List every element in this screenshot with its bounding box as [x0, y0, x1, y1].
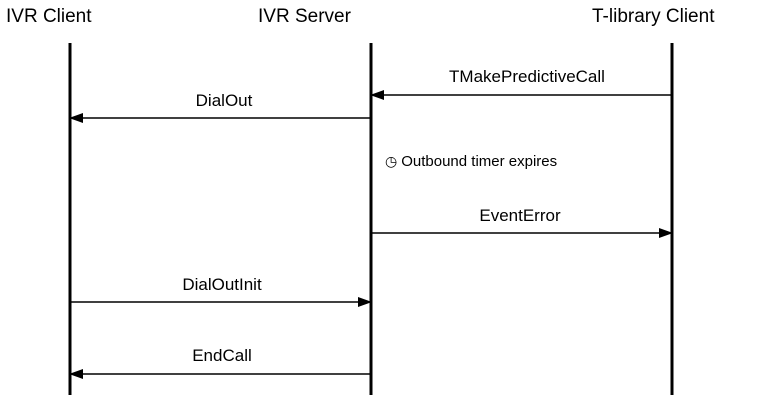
message-label-dialoutinit: DialOutInit [182, 275, 262, 294]
message-eventerror: EventError [371, 206, 673, 238]
actor-ivr-server: IVR Server [258, 6, 351, 27]
message-dialoutinit: DialOutInit [70, 275, 372, 307]
message-label-tmakepredictivecall: TMakePredictiveCall [449, 67, 605, 86]
message-tmakepredictivecall: TMakePredictiveCall [370, 67, 672, 100]
message-label-endcall: EndCall [192, 346, 252, 365]
actor-t-library-client: T-library Client [592, 6, 715, 27]
timer-note: ◷Outbound timer expires [385, 153, 557, 170]
timer-note-text: Outbound timer expires [401, 153, 558, 170]
clock-icon: ◷ [385, 153, 398, 169]
actor-ivr-client: IVR Client [6, 6, 92, 27]
message-label-eventerror: EventError [479, 206, 561, 225]
message-dialout: DialOut [69, 91, 371, 123]
message-endcall: EndCall [69, 346, 371, 379]
message-label-dialout: DialOut [196, 91, 253, 110]
